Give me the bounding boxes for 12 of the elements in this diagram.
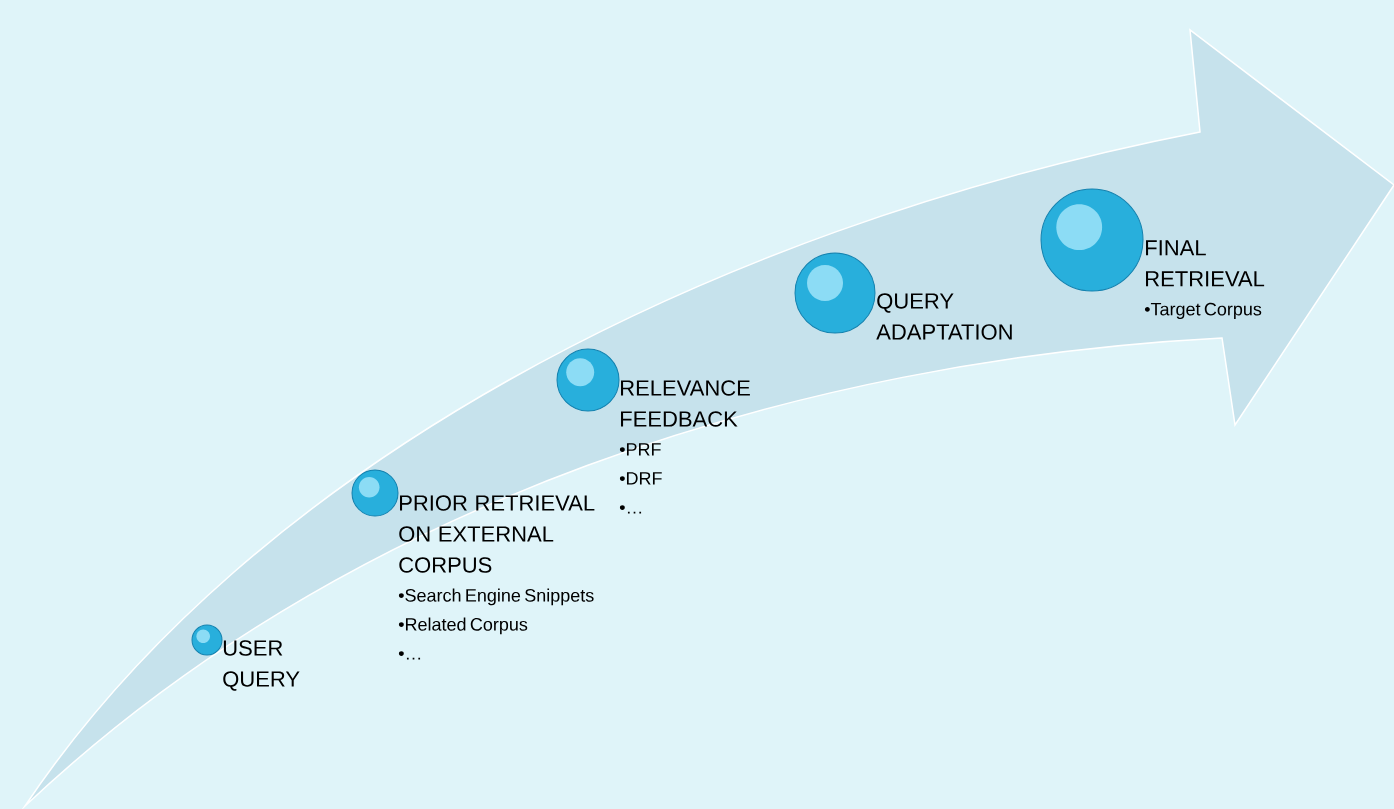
stage-heading: QUERY ADAPTATION — [876, 293, 1012, 340]
bullet-item: •Search Engine Snippets — [398, 588, 594, 606]
bullet-item: •Related Corpus — [398, 617, 528, 635]
stage-heading: FINAL RETRIEVAL — [1146, 240, 1265, 287]
stage-heading: RELEVANCE FEEDBACK — [621, 380, 750, 427]
bullet-item: •DRF — [619, 472, 662, 485]
stage-heading: PRIOR RETRIEVAL ON EXTERNAL CORPUS — [399, 495, 595, 573]
bullet-item: •Target Corpus — [1144, 302, 1262, 320]
bullet-item: •PRF — [619, 443, 661, 456]
bullet-item: •… — [619, 505, 642, 514]
stage-heading: USER QUERY — [223, 640, 300, 691]
bullet-item: •… — [398, 651, 421, 660]
